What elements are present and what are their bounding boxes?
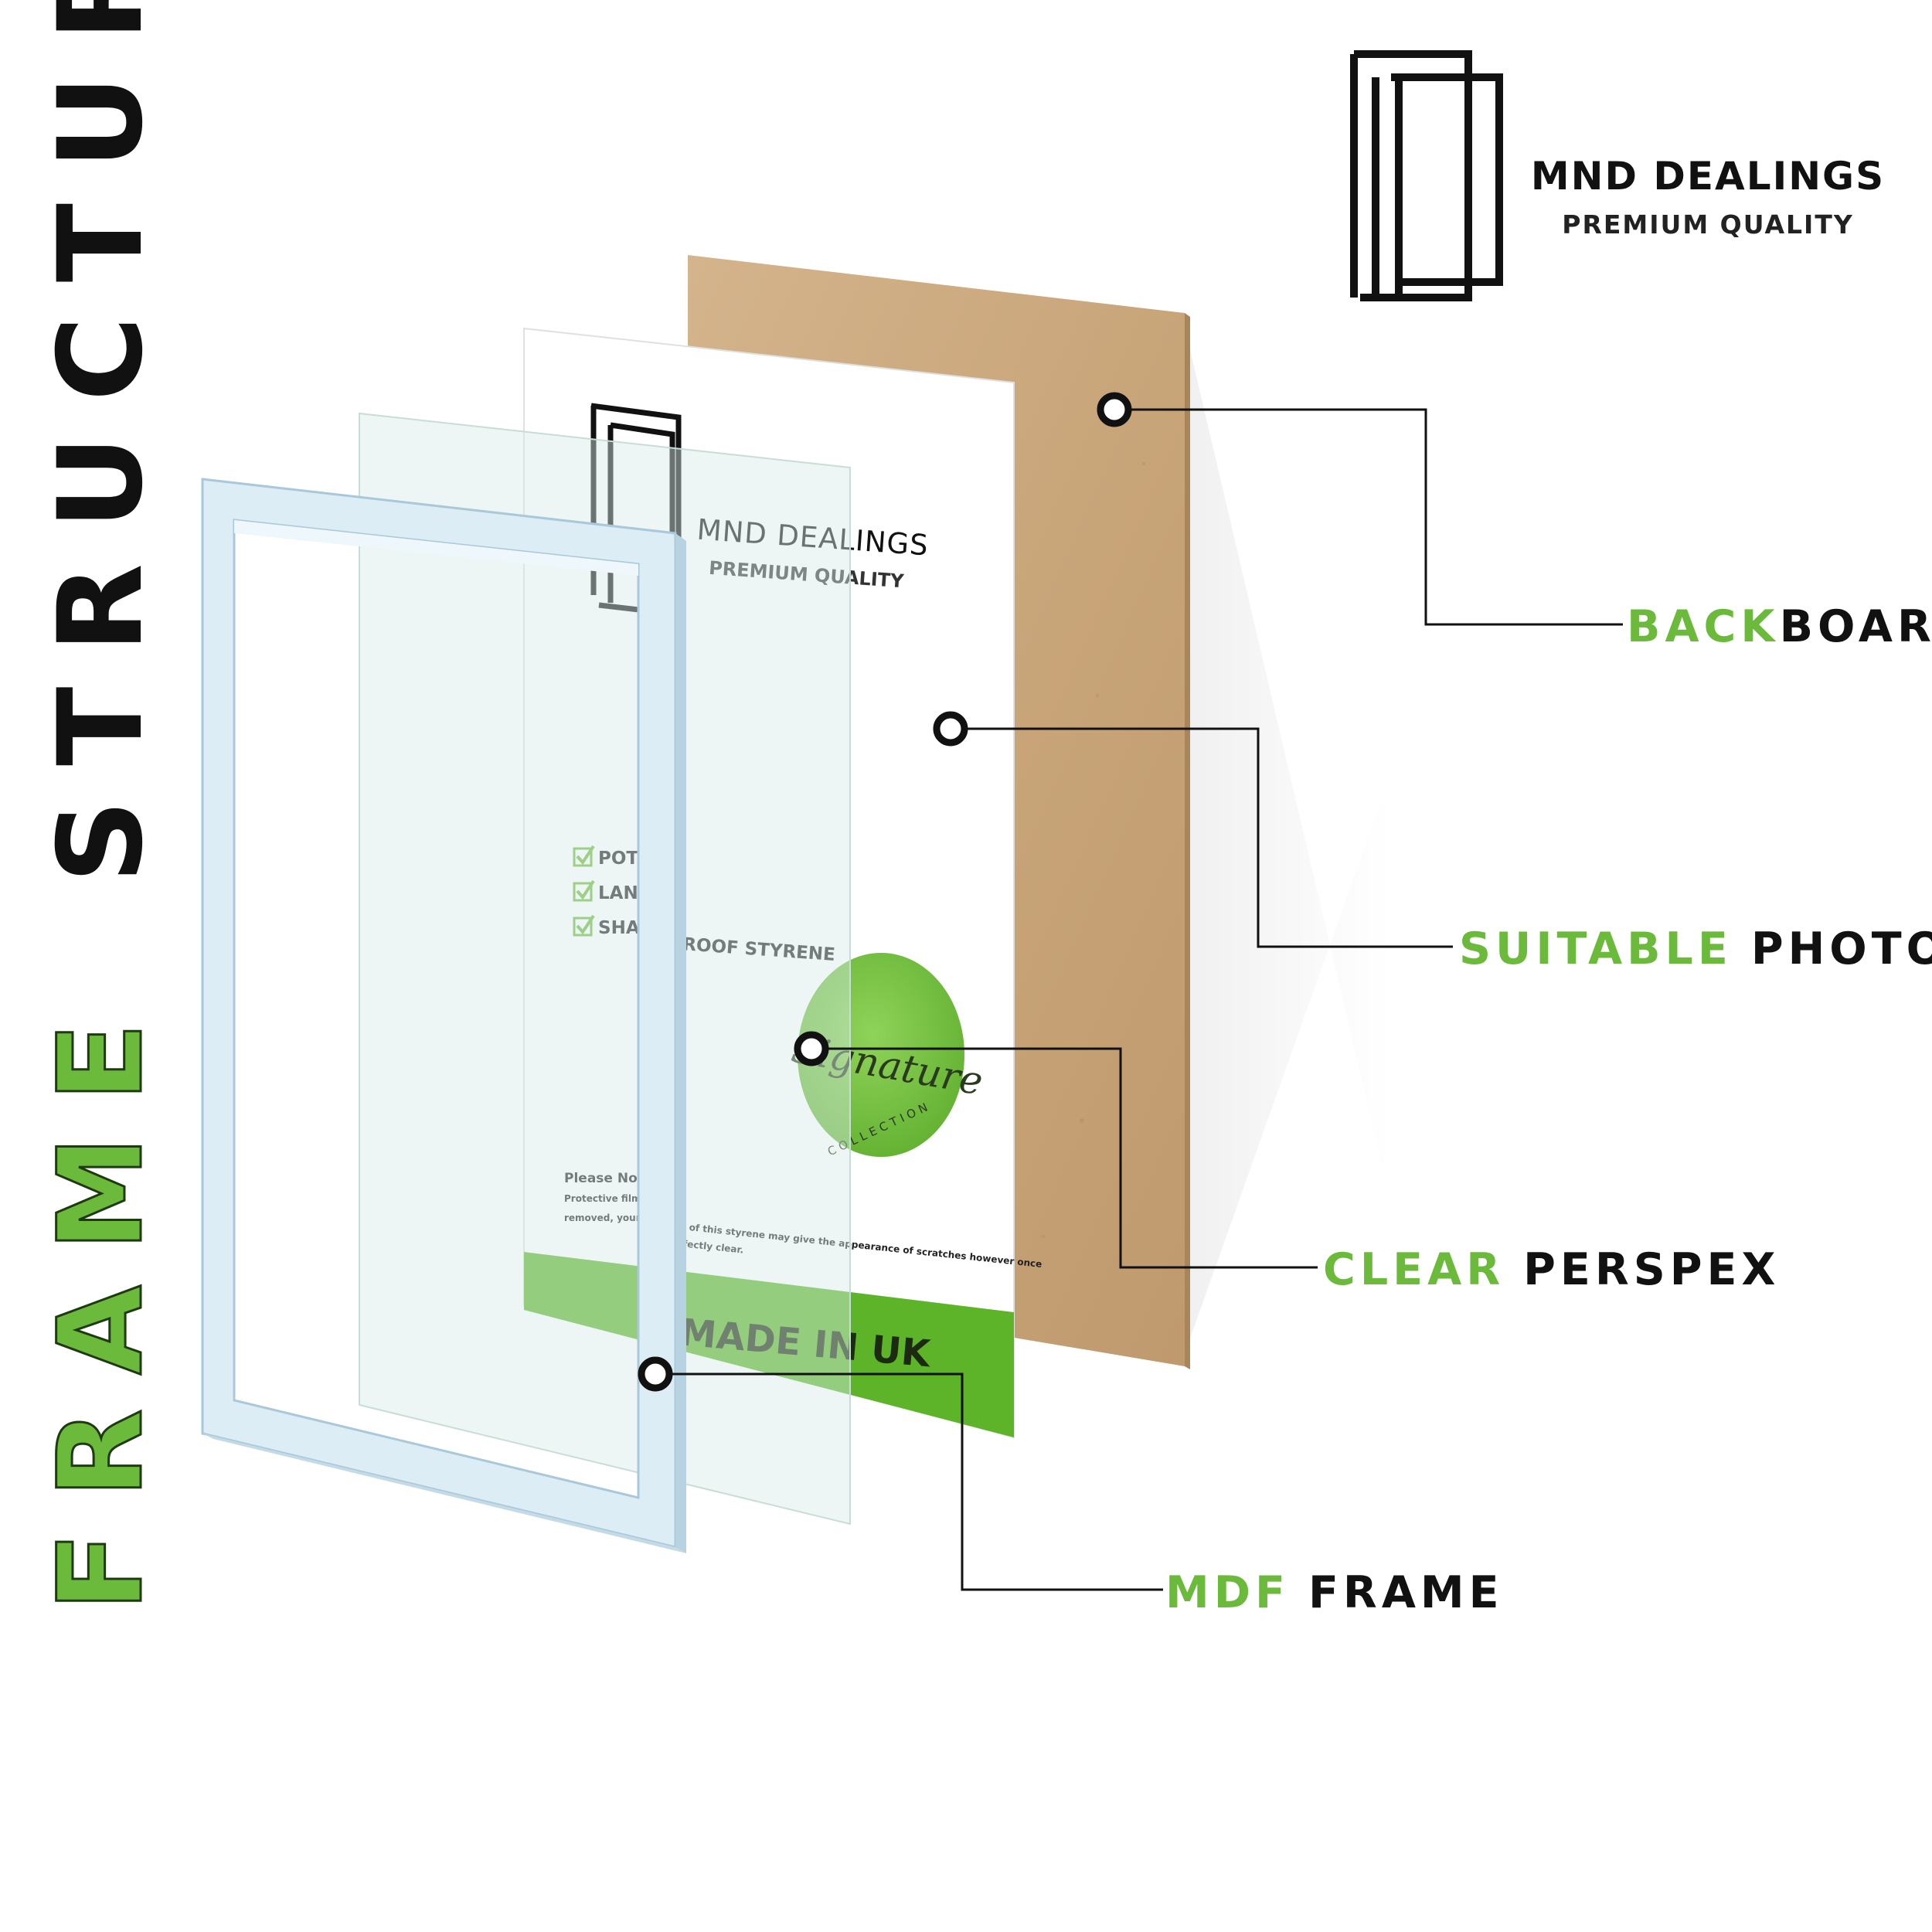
label-frame: MDF FRAME (1165, 1567, 1504, 1618)
signature-seal: Signature COLLECTION (788, 953, 986, 1158)
callout-line-photo (964, 727, 1453, 948)
brand-name: MND DEALINGS (1531, 154, 1885, 199)
callout-ring-icon (1097, 392, 1132, 427)
label-photo-main: PHOTO (1751, 923, 1932, 975)
callout-ring-icon (794, 1031, 829, 1066)
label-perspex-main: PERSPEX (1523, 1244, 1780, 1295)
checkbox-check-icon (573, 914, 595, 937)
brand-logo: MND DEALINGS PREMIUM QUALITY (1350, 50, 1885, 301)
svg-text:FRAME STRUCTURE: FRAME STRUCTURE (34, 0, 168, 1611)
label-perspex-accent: CLEAR (1323, 1244, 1505, 1295)
label-frame-accent: MDF (1165, 1567, 1290, 1618)
label-backboard-main: BOARD (1780, 601, 1932, 652)
callout-ring-icon (933, 711, 968, 747)
side-title: FRAME STRUCTURE (33, 0, 170, 1613)
callout-line-frame (671, 1372, 1163, 1591)
mdf-frame (201, 478, 686, 1553)
note-line-2-left: removed, your s (564, 1213, 649, 1223)
note-title: Please Note: (564, 1171, 658, 1186)
label-backboard-accent: BACK (1627, 601, 1780, 652)
checkbox-check-icon (573, 845, 595, 867)
label-perspex: CLEAR PERSPEX (1323, 1244, 1780, 1295)
checkbox-check-icon (573, 879, 595, 902)
label-photo-accent: SUITABLE (1459, 923, 1733, 975)
clear-perspex-panel (359, 412, 851, 1526)
callout-line-backboard (1128, 408, 1623, 626)
side-title-main: STRUCTURE (34, 0, 168, 883)
double-frame-logo-icon (1350, 50, 1503, 301)
label-photo: SUITABLE PHOTO (1459, 923, 1932, 975)
brand-tagline: PREMIUM QUALITY (1562, 209, 1853, 240)
callout-ring-icon (638, 1356, 673, 1392)
callout-lines (671, 408, 1623, 1591)
callout-line-perspex (825, 1047, 1318, 1269)
side-title-accent: FRAME (34, 988, 168, 1611)
label-backboard: BACKBOARD (1627, 601, 1932, 652)
callout-rings (638, 392, 1132, 1392)
note-line-1-left: Protective film o (564, 1193, 651, 1204)
label-frame-main: FRAME (1308, 1567, 1504, 1618)
